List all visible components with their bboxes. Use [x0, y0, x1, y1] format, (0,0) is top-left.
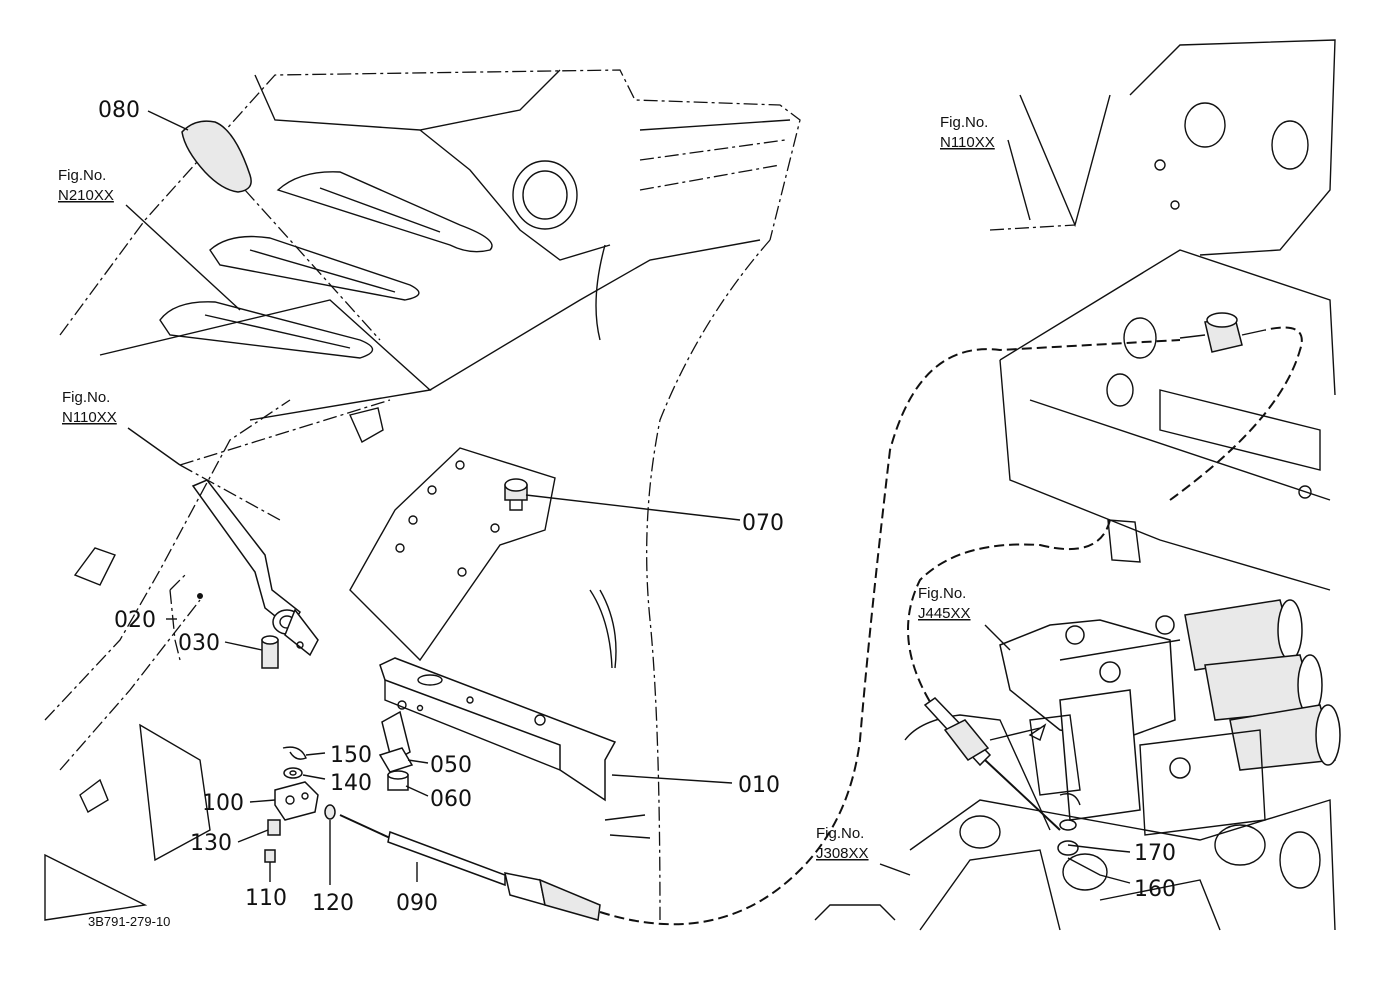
callout-080: 080 — [98, 98, 140, 123]
callout-060: 060 — [430, 787, 472, 812]
fig-ref-code: J445XX — [918, 605, 971, 622]
callout-labels: 080 070 020 030 010 050 060 150 140 100 … — [98, 98, 1176, 916]
right-panel — [989, 39, 1336, 591]
callout-030: 030 — [178, 631, 220, 656]
fig-ref-title: Fig.No. — [62, 389, 110, 406]
callout-170: 170 — [1134, 841, 1176, 866]
callout-070: 070 — [742, 511, 784, 536]
callout-110: 110 — [245, 886, 287, 911]
callout-150: 150 — [330, 743, 372, 768]
control-valve — [814, 326, 1341, 931]
bolt-060 — [387, 770, 409, 791]
fig-ref-code: N210XX — [58, 187, 114, 204]
fig-ref-code: N110XX — [62, 409, 117, 426]
bracket-010 — [379, 657, 617, 802]
fig-ref-title: Fig.No. — [918, 585, 966, 602]
leader-lines — [125, 110, 1131, 885]
bolt-070 — [504, 478, 528, 511]
drawing-code: 3B791-279-10 — [88, 914, 170, 929]
pin-130 — [267, 819, 281, 836]
cable-090 — [339, 339, 1181, 926]
shift-lever-020 — [169, 479, 319, 661]
fig-ref-title: Fig.No. — [940, 114, 988, 131]
floor-plate — [179, 399, 617, 669]
dashboard-panel — [59, 69, 801, 921]
callout-140: 140 — [330, 771, 372, 796]
clevis-100 — [274, 781, 319, 821]
callout-130: 130 — [190, 831, 232, 856]
pin-110 — [264, 849, 276, 863]
fig-ref-code: N110XX — [940, 134, 995, 151]
fig-ref-title: Fig.No. — [58, 167, 106, 184]
callout-120: 120 — [312, 891, 354, 916]
fender-area — [44, 399, 651, 921]
fig-ref-title: Fig.No. — [816, 825, 864, 842]
callout-160: 160 — [1134, 877, 1176, 902]
knob-080 — [181, 120, 381, 341]
washer-140 — [283, 767, 303, 779]
bushing-030 — [261, 635, 279, 669]
pin-150 — [282, 746, 307, 760]
callout-100: 100 — [202, 791, 244, 816]
figure-references: Fig.No. N210XX Fig.No. N110XX Fig.No. N1… — [58, 114, 995, 862]
nut-120 — [324, 804, 336, 820]
fig-ref-code: J308XX — [816, 845, 869, 862]
callout-050: 050 — [430, 753, 472, 778]
callout-010: 010 — [738, 773, 780, 798]
callout-090: 090 — [396, 891, 438, 916]
plate-050 — [378, 747, 414, 773]
callout-020: 020 — [114, 608, 156, 633]
